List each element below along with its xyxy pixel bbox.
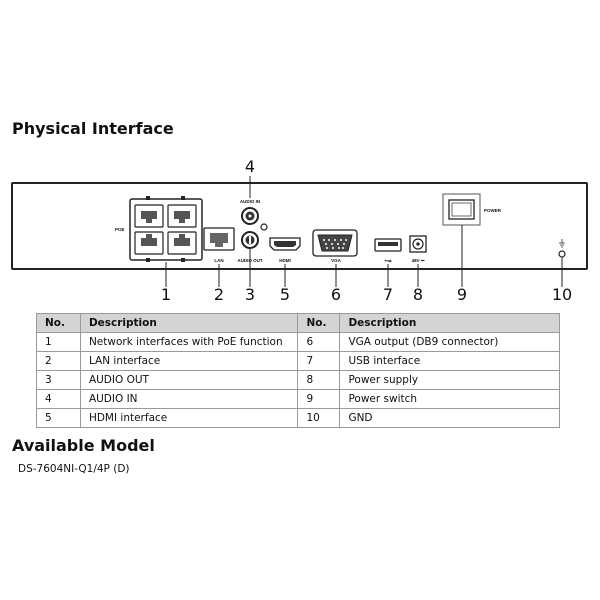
callout-2: 2: [214, 285, 224, 304]
callout-9: 9: [457, 285, 467, 304]
cell-description: AUDIO OUT: [79, 370, 299, 390]
table-row: 1 Network interfaces with PoE function 6…: [36, 332, 560, 352]
cell-description: VGA output (DB9 connector): [339, 332, 560, 352]
lan-label: LAN: [214, 258, 223, 263]
table-row: 4 AUDIO IN 9 Power switch: [36, 389, 560, 409]
cell-description: GND: [339, 408, 560, 428]
callout-5: 5: [280, 285, 290, 304]
cell-no: 4: [36, 389, 81, 409]
interface-table: No. Description No. Description 1 Networ…: [36, 313, 560, 428]
model-number: DS-7604NI-Q1/4P (D): [18, 463, 130, 475]
hdmi-port: [269, 237, 301, 251]
cell-description: HDMI interface: [79, 408, 299, 428]
cell-no: 3: [36, 370, 81, 390]
cell-description: AUDIO IN: [79, 389, 299, 409]
cell-description: LAN interface: [79, 351, 299, 371]
callout-4: 4: [245, 157, 255, 176]
physical-interface-heading: Physical Interface: [12, 119, 174, 138]
cell-no: 1: [36, 332, 81, 352]
hdmi-label: HDMI: [279, 258, 291, 263]
cell-no: 8: [297, 370, 341, 390]
cell-no: 7: [297, 351, 341, 371]
audio-in-jack: [241, 207, 259, 225]
power-switch: [442, 193, 481, 226]
table-row: 5 HDMI interface 10 GND: [36, 408, 560, 428]
callout-3: 3: [245, 285, 255, 304]
cell-description: USB interface: [339, 351, 560, 371]
cell-no: 6: [297, 332, 341, 352]
callout-8: 8: [413, 285, 423, 304]
cell-description: Power switch: [339, 389, 560, 409]
usb-port: [374, 238, 402, 252]
vga-label: VGA: [331, 258, 342, 263]
table-row: 3 AUDIO OUT 8 Power supply: [36, 370, 560, 390]
indicator-dot: [260, 223, 268, 231]
header-no-left: No.: [36, 313, 81, 333]
audio-in-label: AUDIO IN: [240, 199, 260, 204]
table-header-row: No. Description No. Description: [36, 313, 560, 333]
lan-port: [203, 227, 235, 251]
cell-no: 10: [297, 408, 341, 428]
cell-no: 9: [297, 389, 341, 409]
power-switch-label: POWER: [484, 208, 502, 213]
callout-7: 7: [383, 285, 393, 304]
usb-label: ⭠⇌: [384, 258, 392, 263]
rear-panel-diagram: POE LAN AUDIO IN AUDIO OUT HDMI VGA: [11, 157, 588, 304]
poe-ports: [129, 196, 203, 262]
table-row: 2 LAN interface 7 USB interface: [36, 351, 560, 371]
callout-1: 1: [161, 285, 171, 304]
header-no-right: No.: [297, 313, 341, 333]
available-model-heading: Available Model: [12, 436, 155, 455]
cell-no: 5: [36, 408, 81, 428]
callout-6: 6: [331, 285, 341, 304]
poe-label: POE: [115, 227, 125, 232]
chassis-outline: [11, 182, 588, 270]
power-input-jack: [409, 235, 427, 253]
cell-no: 2: [36, 351, 81, 371]
header-description-right: Description: [339, 313, 560, 333]
cell-description: Network interfaces with PoE function: [79, 332, 299, 352]
audio-out-jack: [241, 231, 259, 249]
power-input-label: 48V ⎓: [412, 258, 425, 263]
header-description-left: Description: [79, 313, 299, 333]
vga-port: [312, 229, 358, 257]
cell-description: Power supply: [339, 370, 560, 390]
callout-10: 10: [552, 285, 572, 304]
